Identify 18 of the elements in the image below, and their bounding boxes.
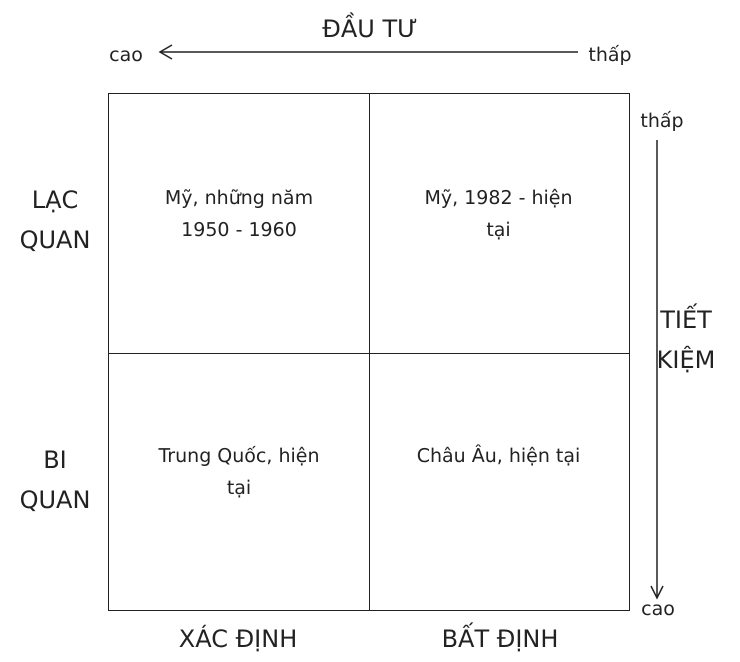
axis-title: LẠC QUAN: [18, 185, 92, 256]
axis-end-label: thấp: [587, 43, 633, 68]
axis-end-label: cao: [108, 43, 144, 68]
quadrant-cell: [368, 93, 630, 354]
axis-title: BI QUAN: [18, 445, 92, 516]
axis-title: TIẾT KIỆM: [641, 300, 731, 380]
axis-title: BẤT ĐỊNH: [390, 622, 610, 656]
axis-end-label: cao: [640, 597, 676, 622]
quadrant-cell: [368, 352, 630, 611]
axis-title: ĐẦU TƯ: [270, 12, 470, 46]
axis-title: XÁC ĐỊNH: [178, 624, 298, 655]
axis-end-label: thấp: [639, 109, 685, 134]
quadrant-cell: [108, 93, 370, 354]
quadrant-cell: [108, 352, 370, 611]
cell-text: Trung Quốc, hiện tại: [157, 444, 320, 501]
cell-text: Mỹ, 1982 - hiện tại: [423, 186, 574, 243]
cell-text: Mỹ, những năm 1950 - 1960: [164, 186, 314, 243]
cell-text: Châu Âu, hiện tại: [416, 443, 582, 469]
